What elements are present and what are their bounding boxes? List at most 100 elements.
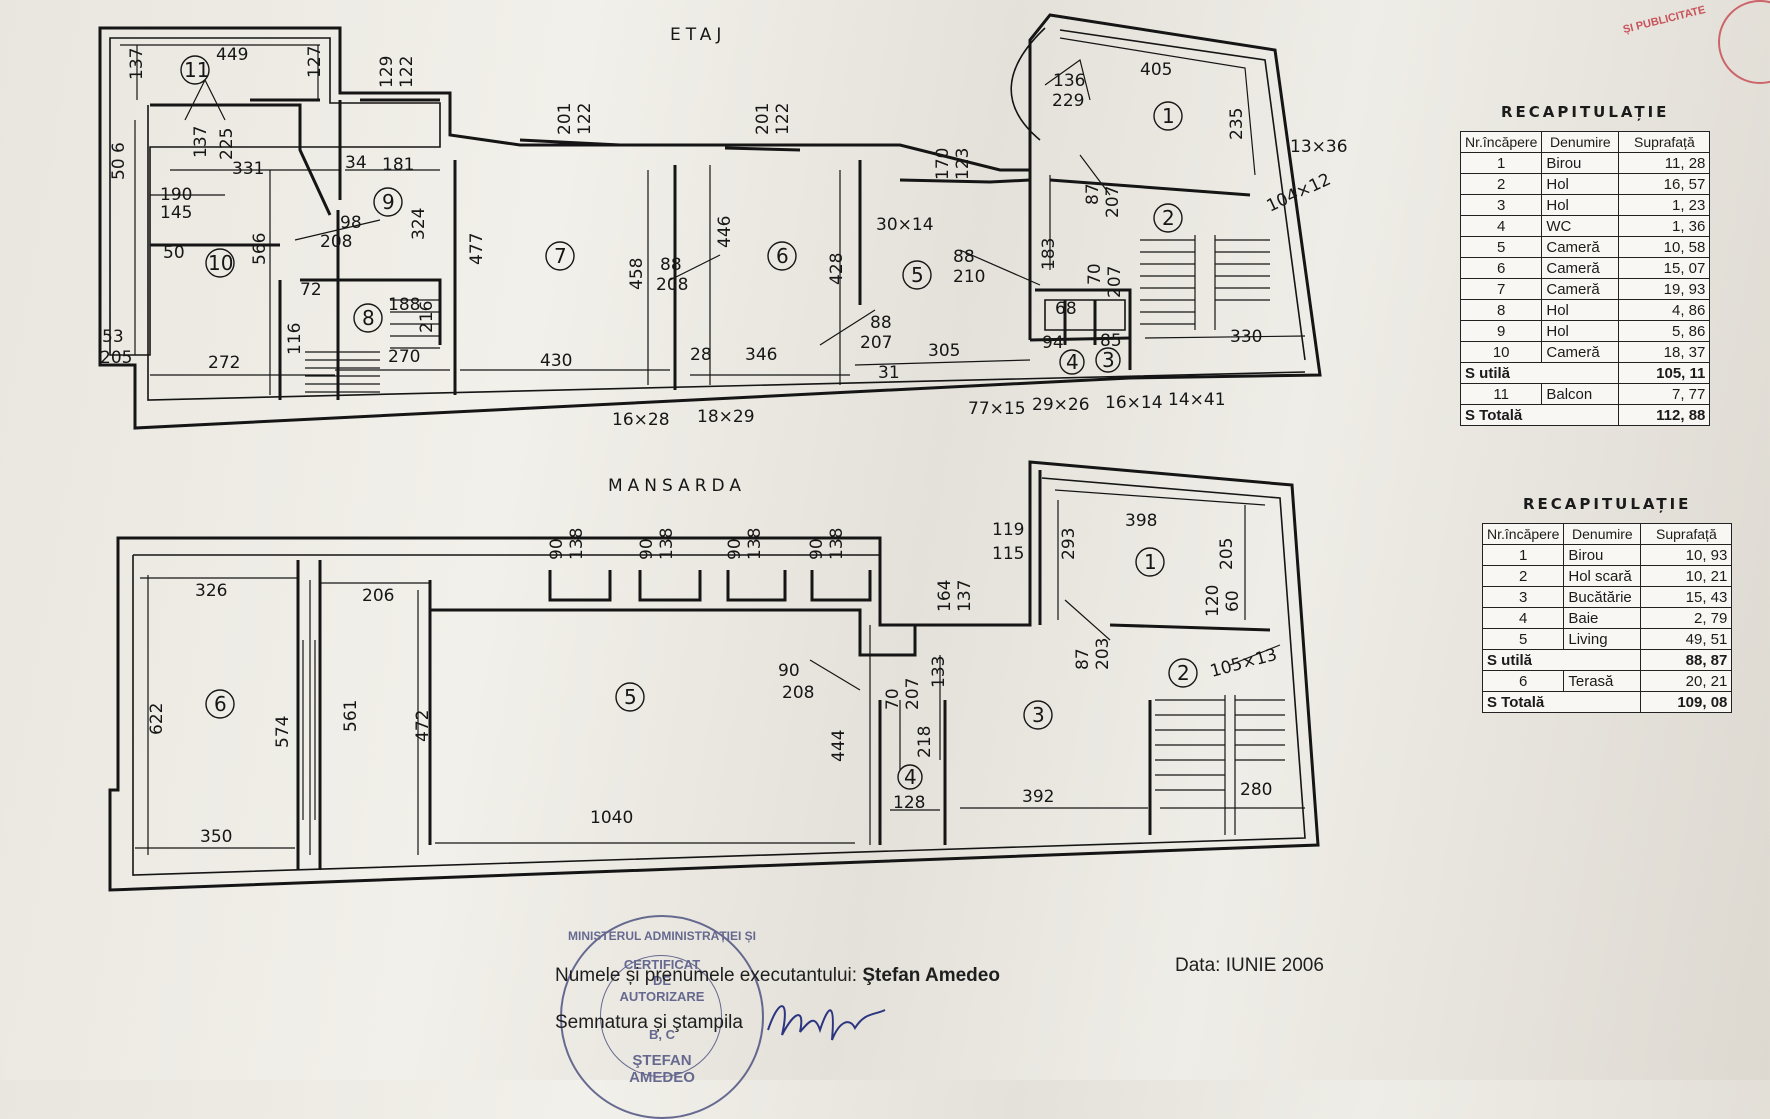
svg-text:3: 3 <box>1102 348 1115 372</box>
svg-text:116: 116 <box>285 323 305 355</box>
svg-text:87: 87 <box>1073 648 1093 670</box>
svg-text:85: 85 <box>1100 331 1122 351</box>
stamp-line-5: ŞTEFAN <box>632 1052 692 1069</box>
svg-text:30×14: 30×14 <box>876 215 934 235</box>
svg-text:127: 127 <box>305 46 325 78</box>
svg-text:6: 6 <box>776 244 789 268</box>
svg-text:133: 133 <box>929 656 949 688</box>
svg-text:305: 305 <box>928 341 960 361</box>
svg-text:129: 129 <box>377 56 397 88</box>
svg-text:7: 7 <box>554 244 567 268</box>
svg-text:477: 477 <box>467 233 487 265</box>
svg-text:10: 10 <box>208 251 233 275</box>
svg-text:137: 137 <box>191 126 211 158</box>
mansarda-room-numbers: 1 2 3 4 5 6 <box>205 547 1198 790</box>
svg-text:324: 324 <box>409 208 429 240</box>
mansarda-dimension-lines <box>135 489 1305 855</box>
svg-text:120: 120 <box>1203 585 1223 617</box>
mansarda-interior-walls <box>296 470 1271 870</box>
svg-text:90: 90 <box>547 538 567 560</box>
recap-mansarda: RECAPITULAȚIE Nr.încăpere Denumire Supra… <box>1481 495 1733 713</box>
svg-text:145: 145 <box>160 203 192 223</box>
svg-text:4: 4 <box>904 765 917 789</box>
svg-text:444: 444 <box>829 730 849 762</box>
stamp-line-6: AMEDEO <box>629 1069 695 1086</box>
svg-text:88: 88 <box>870 313 892 333</box>
executant-name: Ştefan Amedeo <box>862 965 1000 986</box>
recap-etaj: RECAPITULAȚIE Nr.încăpere Denumire Supra… <box>1459 103 1711 426</box>
svg-text:70: 70 <box>1085 263 1105 285</box>
recap-mansarda-title: RECAPITULAȚIE <box>1522 495 1692 513</box>
svg-text:122: 122 <box>575 103 595 135</box>
header-denumire: Denumire <box>1541 131 1620 153</box>
svg-text:90: 90 <box>778 661 800 681</box>
svg-text:331: 331 <box>232 159 264 179</box>
svg-text:34: 34 <box>345 153 367 173</box>
svg-text:201: 201 <box>555 103 575 135</box>
mansarda-title: MANSARDA <box>608 476 746 496</box>
svg-text:138: 138 <box>827 528 847 560</box>
svg-text:208: 208 <box>656 275 688 295</box>
svg-text:449: 449 <box>216 45 248 65</box>
svg-text:566: 566 <box>250 233 270 265</box>
etaj-interior-walls <box>150 98 1251 400</box>
stamp-line-3: AUTORIZARE <box>619 989 705 1004</box>
svg-text:235: 235 <box>1227 108 1247 140</box>
svg-text:1040: 1040 <box>590 808 633 828</box>
svg-text:28: 28 <box>690 345 712 365</box>
etaj-staircase <box>305 235 1270 393</box>
svg-text:280: 280 <box>1240 780 1272 800</box>
svg-text:119: 119 <box>992 520 1024 540</box>
signature-mark <box>767 1005 886 1041</box>
svg-text:398: 398 <box>1125 511 1157 531</box>
header-suprafata: Suprafață <box>1640 523 1733 545</box>
svg-text:138: 138 <box>567 528 587 560</box>
svg-text:29×26: 29×26 <box>1032 395 1090 415</box>
executant-line: Numele și prenumele executantului: Ştefa… <box>555 965 1000 987</box>
svg-text:18×29: 18×29 <box>697 407 755 427</box>
mansarda-staircase <box>302 640 1285 835</box>
svg-text:9: 9 <box>382 190 395 214</box>
svg-text:458: 458 <box>627 258 647 290</box>
svg-text:77×15: 77×15 <box>968 399 1026 419</box>
etaj-room-numbers: 1 2 3 4 5 6 7 8 9 10 11 <box>180 55 1183 375</box>
svg-text:203: 203 <box>1093 638 1113 670</box>
svg-text:137: 137 <box>127 48 147 80</box>
svg-text:205: 205 <box>100 348 132 368</box>
svg-text:446: 446 <box>715 216 735 248</box>
svg-text:11: 11 <box>184 58 209 82</box>
svg-text:72: 72 <box>300 280 322 300</box>
svg-text:2: 2 <box>1177 661 1190 685</box>
document-date: Data: IUNIE 2006 <box>1175 955 1324 976</box>
svg-text:87: 87 <box>1083 183 1103 205</box>
svg-text:115: 115 <box>992 544 1024 564</box>
stamp-line-2: DE <box>652 973 672 988</box>
svg-text:138: 138 <box>745 528 765 560</box>
mansarda-outer-walls <box>108 460 1320 892</box>
svg-text:1: 1 <box>1162 104 1175 128</box>
svg-text:270: 270 <box>388 347 420 367</box>
recap-etaj-title: RECAPITULAȚIE <box>1500 103 1670 121</box>
svg-text:88: 88 <box>660 255 682 275</box>
svg-text:428: 428 <box>827 253 847 285</box>
svg-text:68: 68 <box>1055 299 1077 319</box>
signature-label: Semnatura și ştampila <box>555 1012 743 1033</box>
svg-text:216: 216 <box>417 301 437 333</box>
svg-text:123: 123 <box>953 148 973 180</box>
floor-plan-drawing: ETAJ <box>98 13 1348 892</box>
svg-text:2: 2 <box>1162 206 1175 230</box>
svg-text:53: 53 <box>102 327 124 347</box>
svg-text:574: 574 <box>273 716 293 748</box>
svg-text:98: 98 <box>340 213 362 233</box>
svg-text:326: 326 <box>195 581 227 601</box>
